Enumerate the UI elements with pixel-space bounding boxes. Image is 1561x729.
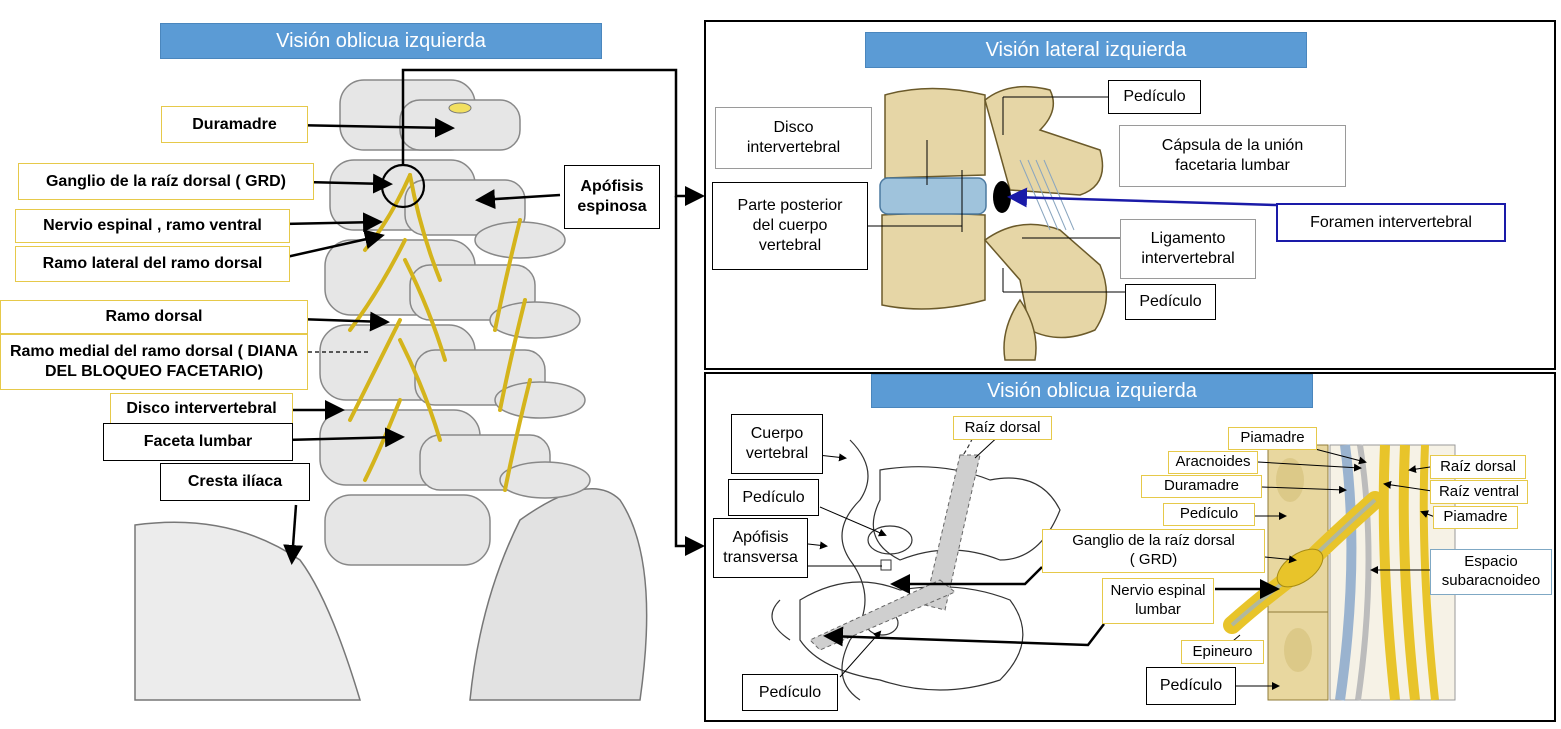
spinal-nerve-band: [809, 579, 956, 651]
label-parte-posterior: Parte posterior del cuerpo vertebral: [712, 182, 868, 270]
label-ramo-lateral: Ramo lateral del ramo dorsal: [15, 246, 290, 282]
label-apofisis-transversa: Apófisis transversa: [713, 518, 808, 578]
label-piamadre-top: Piamadre: [1228, 427, 1317, 450]
label-raiz-dorsal-right: Raíz dorsal: [1430, 455, 1526, 479]
label-epineuro: Epineuro: [1181, 640, 1264, 664]
left-panel-title: Visión oblicua izquierda: [160, 23, 602, 59]
lateral-vertebrae: [879, 85, 1108, 361]
sacrum-shape: [469, 488, 648, 701]
label-raiz-ventral: Raíz ventral: [1430, 480, 1528, 504]
label-pediculo-2: Pedículo: [742, 674, 838, 711]
label-ramo-medial: Ramo medial del ramo dorsal ( DIANA DEL …: [0, 334, 308, 390]
meninges-section: [1223, 444, 1456, 701]
label-aracnoides: Aracnoides: [1168, 451, 1258, 474]
label-disco-lateral: Disco intervertebral: [715, 107, 872, 169]
label-piamadre-right: Piamadre: [1433, 506, 1518, 529]
label-disco-intervertebral: Disco intervertebral: [110, 393, 293, 424]
label-pediculo-4: Pedículo: [1146, 667, 1236, 705]
label-espacio-subaracnoideo: Espacio subaracnoideo: [1430, 549, 1552, 595]
lateral-leader-lines: [868, 96, 1125, 293]
oblique-view-panel: [704, 372, 1556, 722]
label-ramo-dorsal: Ramo dorsal: [0, 300, 308, 334]
label-duramadre-oblique: Duramadre: [1141, 475, 1262, 498]
dura-opening: [448, 102, 472, 114]
grd-marker-square: [880, 559, 892, 571]
label-apofisis-espinosa: Apófisis espinosa: [564, 165, 660, 229]
label-pediculo-bottom: Pedículo: [1125, 284, 1216, 320]
label-raiz-dorsal-left: Raíz dorsal: [953, 416, 1052, 440]
dorsal-root-band: [924, 454, 981, 611]
panel-connectors: [401, 68, 705, 556]
label-faceta-lumbar: Faceta lumbar: [103, 423, 293, 461]
label-nervio-espinal: Nervio espinal , ramo ventral: [15, 209, 290, 243]
label-grd-oblique: Ganglio de la raíz dorsal ( GRD): [1042, 529, 1265, 573]
oblique-panel-title: Visión oblicua izquierda: [871, 374, 1313, 408]
label-capsula: Cápsula de la unión facetaria lumbar: [1119, 125, 1346, 187]
foramen-arrow: [1007, 187, 1277, 208]
label-cuerpo-vertebral: Cuerpo vertebral: [731, 414, 823, 474]
oblique-leader-lines: [807, 431, 1004, 678]
vertebral-column: [319, 79, 591, 566]
label-ligamento: Ligamento intervertebral: [1120, 219, 1256, 279]
label-pediculo-3: Pedículo: [1163, 503, 1255, 526]
label-nervio-espinal-lumbar: Nervio espinal lumbar: [1102, 578, 1214, 624]
label-duramadre: Duramadre: [161, 106, 308, 143]
label-foramen: Foramen intervertebral: [1276, 203, 1506, 242]
lateral-view-panel: [704, 20, 1556, 370]
label-pediculo-1: Pedículo: [728, 479, 819, 516]
label-cresta-iliaca: Cresta ilíaca: [160, 463, 310, 501]
label-grd: Ganglio de la raíz dorsal ( GRD): [18, 163, 314, 200]
lateral-panel-title: Visión lateral izquierda: [865, 32, 1307, 68]
label-pediculo-top: Pedículo: [1108, 80, 1201, 114]
foramen-hole: [993, 181, 1011, 213]
